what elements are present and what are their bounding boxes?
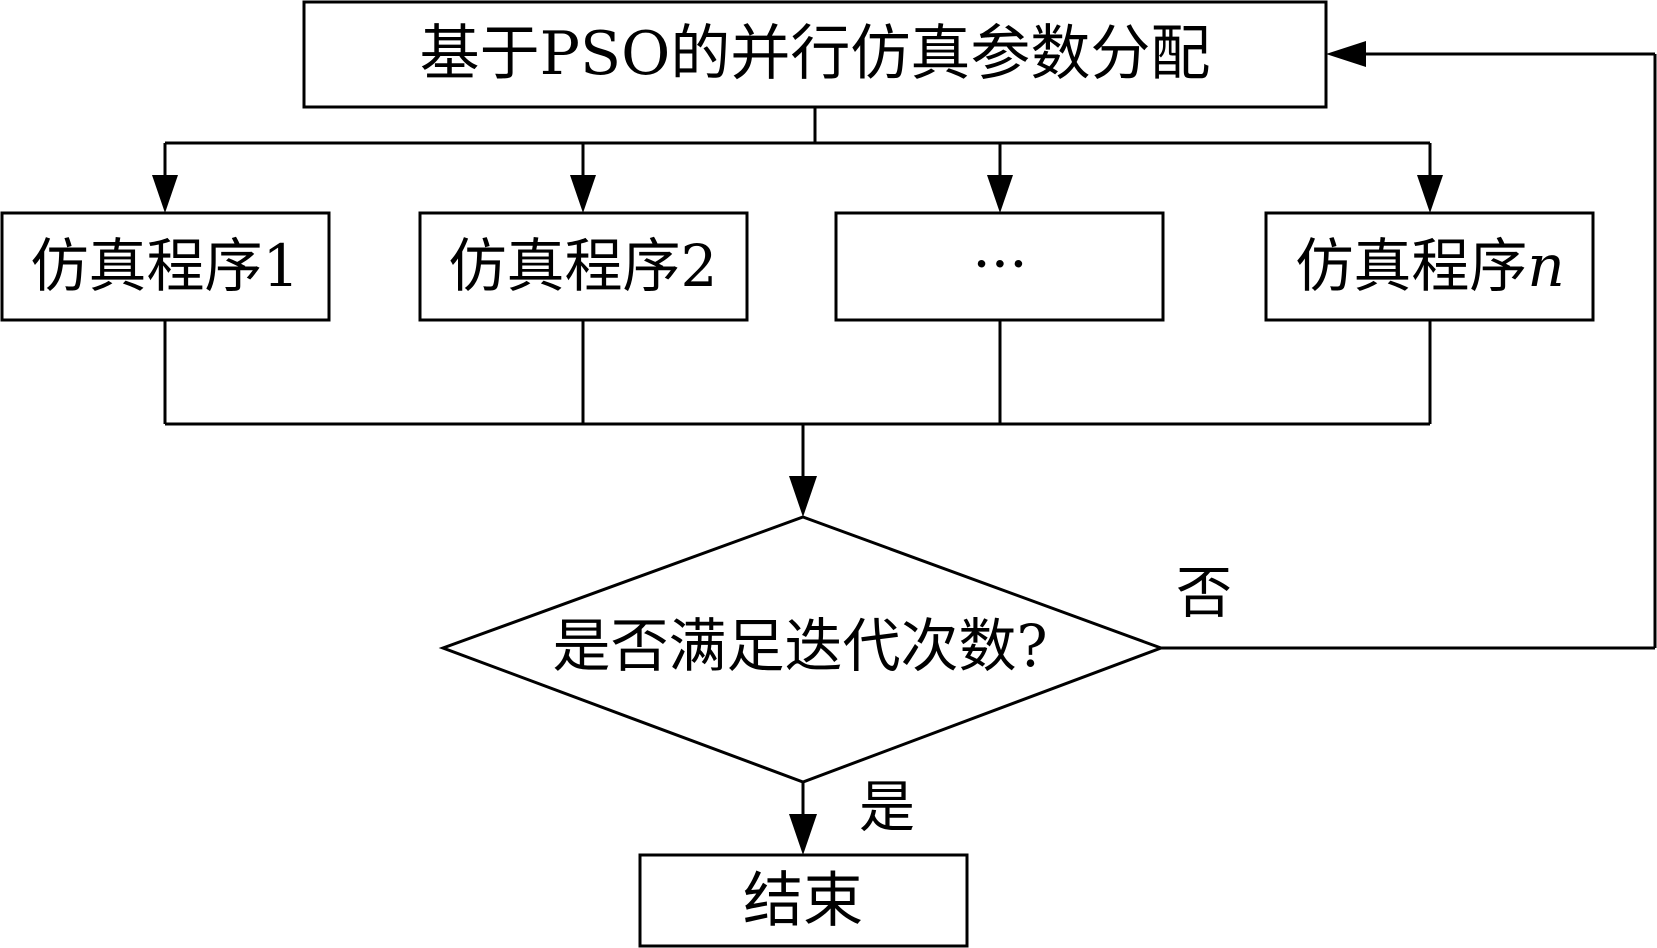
sim-program-1-label: 仿真程序1 (31, 232, 300, 300)
sim-program-2-box (418, 211, 749, 322)
arrow-to-decision-head (789, 476, 817, 517)
no-feedback-arrow-head (1326, 41, 1366, 67)
sim-program-ellipsis-box (834, 211, 1165, 322)
pso-allocation-label: 基于PSO的并行仿真参数分配 (420, 19, 1211, 89)
sim-program-1-box (0, 211, 331, 322)
arrow-to-sim-2-head (570, 175, 596, 213)
sim-program-n-box (1264, 211, 1595, 322)
yes-path-arrow-head (789, 814, 817, 855)
pso-allocation-box (302, 0, 1328, 109)
end-label: 结束 (743, 866, 863, 936)
sim-program-2-label: 仿真程序2 (449, 232, 718, 300)
decision-label: 是否满足迭代次数? (552, 612, 1047, 680)
sim-program-ellipsis-label: ··· (972, 230, 1027, 298)
sim-program-n-label: 仿真程序n (1295, 232, 1564, 300)
arrow-to-sim-ellipsis-head (987, 175, 1013, 213)
end-box (638, 853, 969, 948)
arrow-to-sim-n-head (1417, 175, 1443, 213)
no-branch-label: 否 (1176, 562, 1232, 627)
arrow-to-sim-1-head (152, 175, 178, 213)
yes-branch-label: 是 (859, 776, 915, 841)
